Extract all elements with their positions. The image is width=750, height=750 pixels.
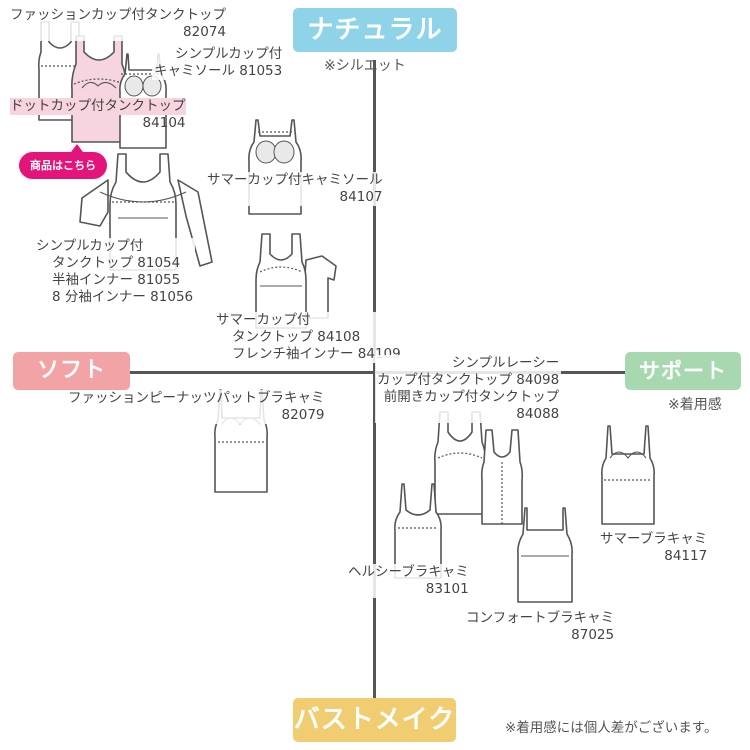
product-label-82074[interactable]: ファッションカップ付タンクトップ 82074 [8,7,228,41]
product-label-81054-group[interactable]: シンプルカップ付 タンクトップ 81054 半袖インナー 81055 8 分袖イ… [34,238,196,306]
product-label-82079[interactable]: ファッションピーナッツパットブラキャミ 82079 [66,390,327,424]
product-name: ドットカップ付タンクトップ [10,98,186,115]
product-label-81053[interactable]: シンプルカップ付 キャミソール 81053 [152,46,285,80]
product-label-84098-group[interactable]: シンプルレーシー カップ付タンクトップ 84098 前開きカップ付タンクトップ … [375,355,562,423]
product-line: カップ付タンクトップ 84098 [377,372,560,388]
vertical-axis [373,60,376,700]
product-code: 82079 [281,407,325,423]
axis-note-silhouette: ※シルエット [324,58,406,74]
product-line: 8 分袖インナー 81056 [52,289,194,305]
axis-label-support: サポート [625,352,741,390]
product-line: タンクトップ 84108 [232,329,361,345]
product-name: ファッションピーナッツパットブラキャミ [68,390,325,406]
product-label-84108-group[interactable]: サマーカップ付 タンクトップ 84108 フレンチ袖インナー 84109 [214,312,403,363]
product-code: 84107 [339,189,383,205]
axis-label-natural: ナチュラル [293,8,457,52]
product-name: サマーカップ付キャミソール [207,172,383,188]
footer-note: ※着用感には個人差がございます。 [505,720,718,736]
product-code-line: キャミソール 81053 [154,63,283,79]
product-name: シンプルカップ付 [175,46,283,62]
product-line: シンプルレーシー [451,355,560,371]
product-name: ヘルシーブラキャミ [348,564,469,580]
product-line: 半袖インナー 81055 [52,272,181,288]
axis-label-soft: ソフト [13,352,130,390]
product-name: コンフォートブラキャミ [466,610,615,626]
product-label-84107[interactable]: サマーカップ付キャミソール 84107 [205,172,385,206]
product-line: シンプルカップ付 [36,238,144,254]
product-label-84117[interactable]: サマーブラキャミ 84117 [598,531,710,565]
product-line: フレンチ袖インナー 84109 [232,346,401,362]
product-label-84104[interactable]: ドットカップ付タンクトップ 84104 [8,98,188,132]
product-code: 87025 [571,627,615,643]
garment-84117-illustration[interactable] [600,424,656,528]
product-link-badge[interactable]: 商品はこちら [19,144,107,179]
product-code: 82074 [183,24,226,40]
axis-label-bust-make: バストメイク [293,698,456,742]
product-code: 84104 [142,115,186,131]
axis-note-fit: ※着用感 [668,397,722,413]
product-line: タンクトップ 81054 [52,255,181,271]
product-name: サマーブラキャミ [600,531,708,547]
garment-83101-illustration[interactable] [392,482,444,582]
garment-84088-illustration[interactable] [480,428,524,528]
product-line: 前開きカップ付タンクトップ [383,389,560,405]
product-line: サマーカップ付 [216,312,311,328]
product-line: 84088 [516,406,560,422]
product-name: ファッションカップ付タンクトップ [10,7,226,23]
garment-87025-illustration[interactable] [515,506,575,606]
product-label-87025[interactable]: コンフォートブラキャミ 87025 [464,610,617,644]
product-code: 83101 [425,581,469,597]
product-code: 84117 [664,548,708,564]
product-label-83101[interactable]: ヘルシーブラキャミ 83101 [346,564,471,598]
garment-84108-group-illustration[interactable] [252,232,342,332]
